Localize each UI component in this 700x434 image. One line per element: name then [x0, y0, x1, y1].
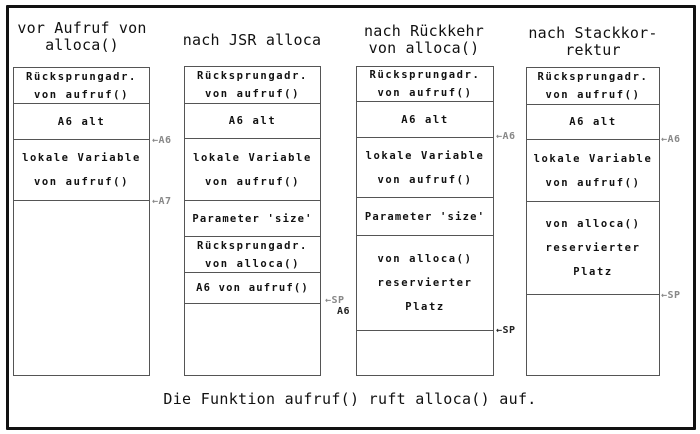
cell-text: reservierter — [545, 242, 641, 254]
cell-text: Rücksprungadr. — [197, 70, 308, 82]
pointer-a6: ←A6 — [496, 131, 516, 142]
cell-text: von aufruf() — [545, 176, 641, 189]
column-4-title-line-2: rektur — [565, 41, 621, 59]
stack-column-2: Rücksprungadr. von aufruf() A6 alt lokal… — [184, 66, 321, 376]
cell-text: von aufruf() — [204, 88, 301, 100]
cell-text: A6 alt — [401, 113, 449, 126]
stack-cell-a6-old: A6 alt — [357, 102, 493, 138]
cell-text: von aufruf() — [377, 173, 473, 186]
pointer-a7: ←A7 — [152, 196, 172, 207]
stack-cell-return-address-aufruf: Rücksprungadr. von aufruf() — [357, 67, 493, 102]
cell-text: A6 alt — [57, 115, 106, 128]
pointer-sp: ←SP — [661, 290, 681, 301]
cell-text: reservierter — [377, 277, 473, 289]
column-4-title-line-1: nach Stackkor- — [528, 24, 658, 42]
cell-text: Rücksprungadr. — [369, 69, 481, 81]
stack-cell-parameter-size: Parameter 'size' — [185, 201, 320, 237]
cell-text: Parameter 'size' — [192, 212, 313, 225]
cell-text: A6 von aufruf() — [196, 282, 309, 294]
stack-column-4: Rücksprungadr. von aufruf() A6 alt lokal… — [526, 67, 660, 376]
column-2-title: nach JSR alloca — [176, 32, 328, 49]
cell-text: Platz — [573, 266, 613, 278]
stack-cell-local-variables: lokale Variable von aufruf() — [527, 140, 659, 202]
diagram-frame — [6, 5, 696, 430]
pointer-a6-label: A6 — [337, 306, 351, 317]
cell-text: Rücksprungadr. — [537, 71, 649, 83]
column-3-title-line-1: nach Rückkehr — [364, 22, 484, 40]
pointer-sp-label: ←SP — [325, 295, 345, 306]
stack-cell-a6-old: A6 alt — [185, 104, 320, 139]
cell-text: Rücksprungadr. — [26, 70, 137, 83]
stack-cell-free — [185, 304, 320, 375]
pointer-a6: ←A6 — [152, 135, 172, 146]
stack-cell-local-variables: lokale Variable von aufruf() — [185, 139, 320, 201]
diagram-caption: Die Funktion aufruf() ruft alloca() auf. — [163, 390, 537, 408]
pointer-sp-a6: ←SP A6 — [325, 295, 350, 317]
column-2-title-line-1: nach JSR alloca — [182, 31, 322, 49]
cell-text: von alloca() — [545, 218, 641, 230]
cell-text: lokale Variable — [365, 149, 485, 162]
column-4-title: nach Stackkor- rektur — [518, 25, 668, 59]
cell-text: lokale Variable — [533, 152, 653, 165]
stack-cell-return-address-alloca: Rücksprungadr. von alloca() — [185, 237, 320, 273]
stack-cell-local-variables: lokale Variable von aufruf() — [357, 138, 493, 198]
cell-text: Platz — [405, 301, 445, 313]
cell-text: lokale Variable — [193, 151, 312, 164]
stack-cell-reserved-space: von alloca() reservierter Platz — [357, 236, 493, 331]
stack-cell-parameter-size: Parameter 'size' — [357, 198, 493, 236]
cell-text: von aufruf() — [33, 88, 130, 101]
stack-cell-a6-old: A6 alt — [14, 104, 149, 140]
cell-text: Parameter 'size' — [364, 210, 486, 223]
column-1-title-line-2: alloca() — [45, 36, 119, 54]
pointer-a6: ←A6 — [661, 134, 681, 145]
cell-text: von aufruf() — [377, 87, 473, 99]
cell-text: lokale Variable — [22, 152, 141, 164]
stack-cell-local-variables: lokale Variable von aufruf() — [14, 140, 149, 201]
stack-column-1: Rücksprungadr. von aufruf() A6 alt lokal… — [13, 67, 150, 376]
column-1-title: vor Aufruf von alloca() — [8, 20, 156, 54]
stack-cell-return-address-aufruf: Rücksprungadr. von aufruf() — [14, 68, 149, 104]
cell-text: Rücksprungadr. — [197, 239, 308, 252]
cell-text: von aufruf() — [33, 176, 130, 188]
cell-text: von alloca() — [377, 253, 473, 265]
stack-cell-a6-of-aufruf: A6 von aufruf() — [185, 273, 320, 304]
stack-cell-return-address-aufruf: Rücksprungadr. von aufruf() — [527, 68, 659, 105]
pointer-sp: ←SP — [496, 325, 516, 336]
stack-cell-free — [14, 201, 149, 375]
column-3-title-line-2: von alloca() — [368, 39, 480, 57]
stack-cell-free — [357, 331, 493, 375]
stack-cell-reserved-space: von alloca() reservierter Platz — [527, 202, 659, 295]
stack-cell-a6-old: A6 alt — [527, 105, 659, 140]
cell-text: von aufruf() — [545, 89, 641, 101]
stack-cell-free — [527, 295, 659, 375]
cell-text: A6 alt — [228, 115, 277, 127]
cell-text: von aufruf() — [204, 175, 301, 188]
column-3-title: nach Rückkehr von alloca() — [348, 23, 500, 57]
column-1-title-line-1: vor Aufruf von — [17, 19, 147, 37]
stack-cell-return-address-aufruf: Rücksprungadr. von aufruf() — [185, 67, 320, 104]
cell-text: A6 alt — [569, 116, 617, 128]
stack-column-3: Rücksprungadr. von aufruf() A6 alt lokal… — [356, 66, 494, 376]
cell-text: von alloca() — [204, 257, 301, 270]
